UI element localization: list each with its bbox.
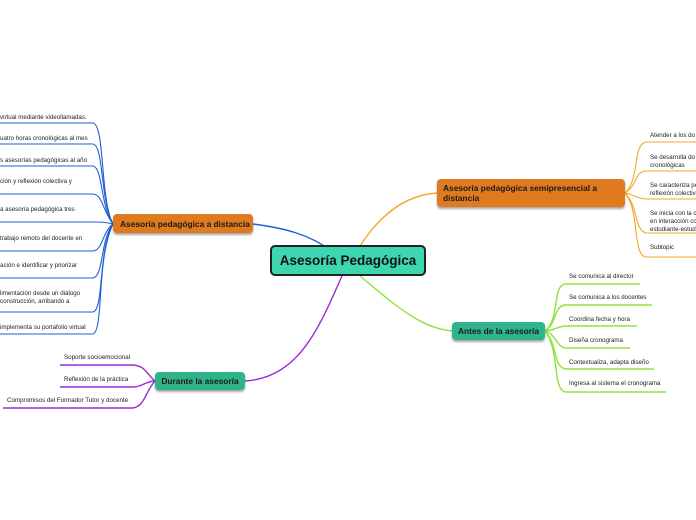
branch-distancia-label: Asesoría pedagógica a distancia <box>120 218 250 229</box>
durante-item[interactable]: Compromisos del Formador Tutor y docente <box>7 397 137 405</box>
distancia-item[interactable]: trabajo remoto del docente en <box>0 235 93 243</box>
distancia-item[interactable]: virtual mediante videollamadas. <box>0 114 93 122</box>
antes-item[interactable]: Coordina fecha y hora <box>569 316 679 324</box>
durante-item-text: Soporte socioemocional <box>64 354 131 361</box>
antes-item-text: Ingresa al sistema el cronograma <box>569 380 661 387</box>
distancia-item-text: s asesorías pedagógicas al año <box>0 157 88 164</box>
branch-distancia[interactable]: Asesoría pedagógica a distancia <box>113 214 253 233</box>
distancia-item-text: limentación desde un diálogo <box>0 290 81 297</box>
distancia-item[interactable]: a asesoría pedagógica tres <box>0 206 93 214</box>
durante-item-text: Reflexión de la práctica <box>64 376 129 383</box>
distancia-item-text: implementa su portafolio virtual <box>0 324 86 331</box>
distancia-leaf-lines <box>0 122 114 335</box>
distancia-item-text: trabajo remoto del docente en <box>0 235 83 242</box>
antes-item[interactable]: Ingresa al sistema el cronograma <box>569 380 679 388</box>
semipresencial-item-text: reflexión colectiv <box>650 190 696 197</box>
distancia-item-text: a asesoría pedagógica tres <box>0 206 75 213</box>
branch-durante-label: Durante la asesoría <box>161 376 239 386</box>
semipresencial-item-text: Se inicia con la c <box>650 210 696 217</box>
distancia-item[interactable]: s asesorías pedagógicas al año <box>0 157 93 165</box>
antes-item-text: Coordina fecha y hora <box>569 316 630 323</box>
semipresencial-item-text: en interacción co <box>650 218 696 225</box>
antes-item[interactable]: Diseña cronograma <box>569 337 679 345</box>
antes-leaf-lines <box>544 283 666 393</box>
semipresencial-item-text: cronológicas <box>650 162 685 169</box>
semipresencial-item-text: Subtopic <box>650 244 675 251</box>
branch-semipresencial-label-line2: distancia <box>443 193 480 203</box>
durante-item-text: Compromisos del Formador Tutor y docente <box>7 397 129 404</box>
semipresencial-item-text: Se caracteriza po <box>650 182 696 189</box>
distancia-item[interactable]: ación e identificar y priorizar <box>0 262 93 270</box>
branch-semipresencial-label-line1: Asesoría pedagógica semipresencial a <box>443 183 598 193</box>
link-root-durante <box>244 275 343 382</box>
semipresencial-leaf-lines <box>624 141 696 258</box>
branch-semipresencial[interactable]: Asesoría pedagógica semipresencial a dis… <box>437 179 625 207</box>
antes-item-text: Diseña cronograma <box>569 337 623 344</box>
antes-item[interactable]: Se comunica a los docentes <box>569 294 679 302</box>
distancia-item-text: uatro horas cronológicas al mes <box>0 135 88 142</box>
semipresencial-item[interactable]: Se desarrolla do cronológicas <box>650 154 696 170</box>
antes-item-text: Se comunica a los docentes <box>569 294 647 301</box>
distancia-item-text: virtual mediante videollamadas. <box>0 114 87 121</box>
branch-durante[interactable]: Durante la asesoría <box>155 372 245 390</box>
antes-item[interactable]: Se comunica al director <box>569 273 679 281</box>
antes-item[interactable]: Contextualiza, adapta diseño <box>569 359 679 367</box>
semipresencial-item[interactable]: Subtopic <box>650 244 696 252</box>
distancia-item-text: construcción, arribando a <box>0 298 70 305</box>
distancia-item[interactable]: limentación desde un diálogo construcció… <box>0 290 93 306</box>
semipresencial-item[interactable]: Atender a los do <box>650 132 696 140</box>
semipresencial-item-text: estudiante-estud <box>650 226 696 233</box>
durante-leaf-lines <box>3 364 156 409</box>
central-topic-label: Asesoría Pedagógica <box>279 253 417 268</box>
semipresencial-item[interactable]: Se caracteriza po reflexión colectiv <box>650 182 696 198</box>
semipresencial-item-text: Se desarrolla do <box>650 154 696 161</box>
distancia-item[interactable]: uatro horas cronológicas al mes <box>0 135 93 143</box>
semipresencial-item[interactable]: Se inicia con la c en interacción co est… <box>650 210 696 234</box>
branch-antes[interactable]: Antes de la asesoría <box>452 322 545 340</box>
distancia-item-text: ación e identificar y priorizar <box>0 262 78 269</box>
antes-item-text: Contextualiza, adapta diseño <box>569 359 649 366</box>
link-root-semipresencial <box>359 192 438 247</box>
semipresencial-item-text: Atender a los do <box>650 132 696 139</box>
durante-item[interactable]: Reflexión de la práctica <box>64 376 139 384</box>
distancia-item[interactable]: implementa su portafolio virtual <box>0 324 93 332</box>
distancia-item-text: ción y reflexión colectiva y <box>0 178 72 185</box>
central-topic[interactable]: Asesoría Pedagógica <box>270 245 426 276</box>
link-root-antes <box>359 275 453 332</box>
distancia-item[interactable]: ción y reflexión colectiva y <box>0 178 93 186</box>
antes-item-text: Se comunica al director <box>569 273 634 280</box>
branch-antes-label: Antes de la asesoría <box>458 326 539 336</box>
durante-item[interactable]: Soporte socioemocional <box>64 354 139 362</box>
